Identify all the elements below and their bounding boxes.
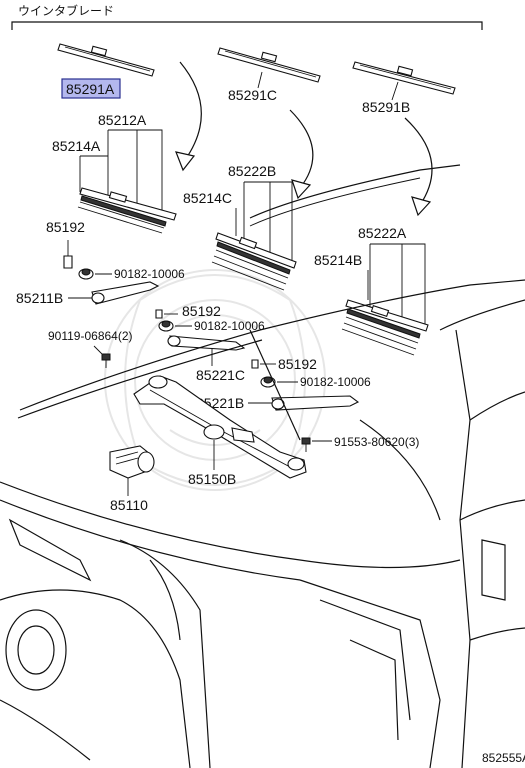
- bolt-90119: [101, 353, 111, 368]
- arm-85221B: [271, 395, 360, 411]
- label-85110: 85110: [110, 497, 148, 513]
- label-85291C: 85291C: [228, 87, 277, 103]
- label-90182-c: 90182-10006: [300, 375, 371, 389]
- label-85192-b: 85192: [182, 303, 221, 319]
- nut-90182-a: [78, 268, 94, 280]
- footer-code: 852555A: [482, 751, 525, 765]
- arm-85221C: [167, 335, 246, 351]
- label-85222A: 85222A: [358, 225, 407, 241]
- label-85150B: 85150B: [188, 471, 236, 487]
- nut-90182-b: [158, 320, 174, 332]
- label-85291A[interactable]: 85291A: [66, 81, 115, 97]
- label-90182-a: 90182-10006: [114, 267, 185, 281]
- label-85212A: 85212A: [98, 112, 147, 128]
- refill-85222A: [341, 299, 429, 356]
- label-85214A: 85214A: [52, 138, 101, 154]
- label-85214C: 85214C: [183, 190, 232, 206]
- nut-90182-c: [260, 376, 276, 388]
- label-85291B: 85291B: [362, 99, 410, 115]
- label-85192-c: 85192: [278, 356, 317, 372]
- label-90119: 90119-06864(2): [48, 329, 133, 343]
- highlight-85291A: [61, 78, 121, 99]
- header-title: ウインタブレード: [18, 3, 114, 18]
- label-85222B: 85222B: [228, 163, 276, 179]
- arrow-c: [289, 109, 314, 200]
- blade-85291C: [217, 47, 321, 83]
- motor-85110: [109, 445, 155, 479]
- label-85192-a: 85192: [46, 219, 85, 235]
- label-91553: 91553-80620(3): [334, 435, 419, 449]
- arrow-a: [175, 61, 202, 172]
- arrow-b: [404, 117, 433, 217]
- label-85221C: 85221C: [196, 367, 245, 383]
- bolt-91553: [301, 437, 311, 452]
- blade-85291A: [57, 43, 155, 77]
- label-90182-b: 90182-10006: [194, 319, 265, 333]
- blade-85291B: [352, 61, 456, 95]
- refill-85222B: [211, 232, 297, 291]
- arm-85211B: [91, 281, 160, 305]
- linkage-85150B: [133, 375, 307, 479]
- label-85211B: 85211B: [16, 290, 63, 306]
- vehicle-body: [0, 279, 525, 768]
- refill-85212A: [77, 187, 177, 234]
- label-85214B: 85214B: [314, 252, 362, 268]
- header-bracket: ウインタブレード: [11, 3, 483, 30]
